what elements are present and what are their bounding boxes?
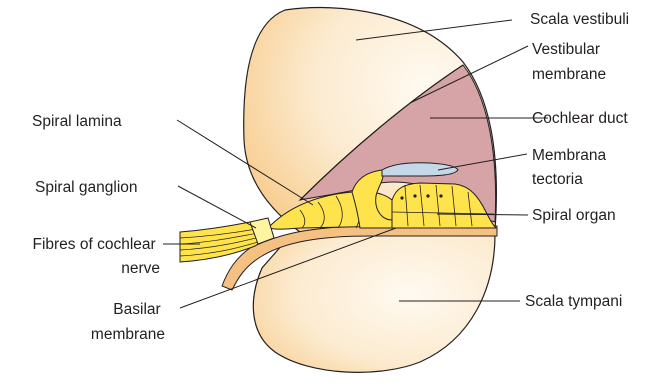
label-vestibular-membrane-line2: membrane — [532, 66, 606, 83]
label-vestibular-membrane-line1: Vestibular — [532, 41, 600, 58]
label-basilar-line2: membrane — [91, 326, 165, 343]
label-spiral-lamina: Spiral lamina — [32, 113, 122, 130]
label-spiral-ganglion: Spiral ganglion — [35, 179, 138, 196]
label-fibres-line2: nerve — [121, 260, 160, 277]
label-basilar-membrane: Basilar membrane — [91, 301, 165, 343]
label-spiral-organ: Spiral organ — [532, 207, 616, 224]
label-vestibular-membrane: Vestibular membrane — [532, 41, 606, 83]
label-scala-tympani: Scala tympani — [525, 293, 622, 310]
label-basilar-line1: Basilar — [113, 301, 160, 318]
label-cochlear-duct: Cochlear duct — [532, 110, 628, 127]
label-fibres-line1: Fibres of cochlear — [32, 236, 155, 253]
label-scala-vestibuli: Scala vestibuli — [530, 11, 629, 28]
label-membrana-tectoria: Membrana tectoria — [532, 147, 610, 188]
label-fibres-of-cochlear-nerve: Fibres of cochlear nerve — [32, 236, 160, 277]
label-membrana-tectoria-line1: Membrana — [532, 147, 606, 164]
label-membrana-tectoria-line2: tectoria — [532, 171, 583, 188]
